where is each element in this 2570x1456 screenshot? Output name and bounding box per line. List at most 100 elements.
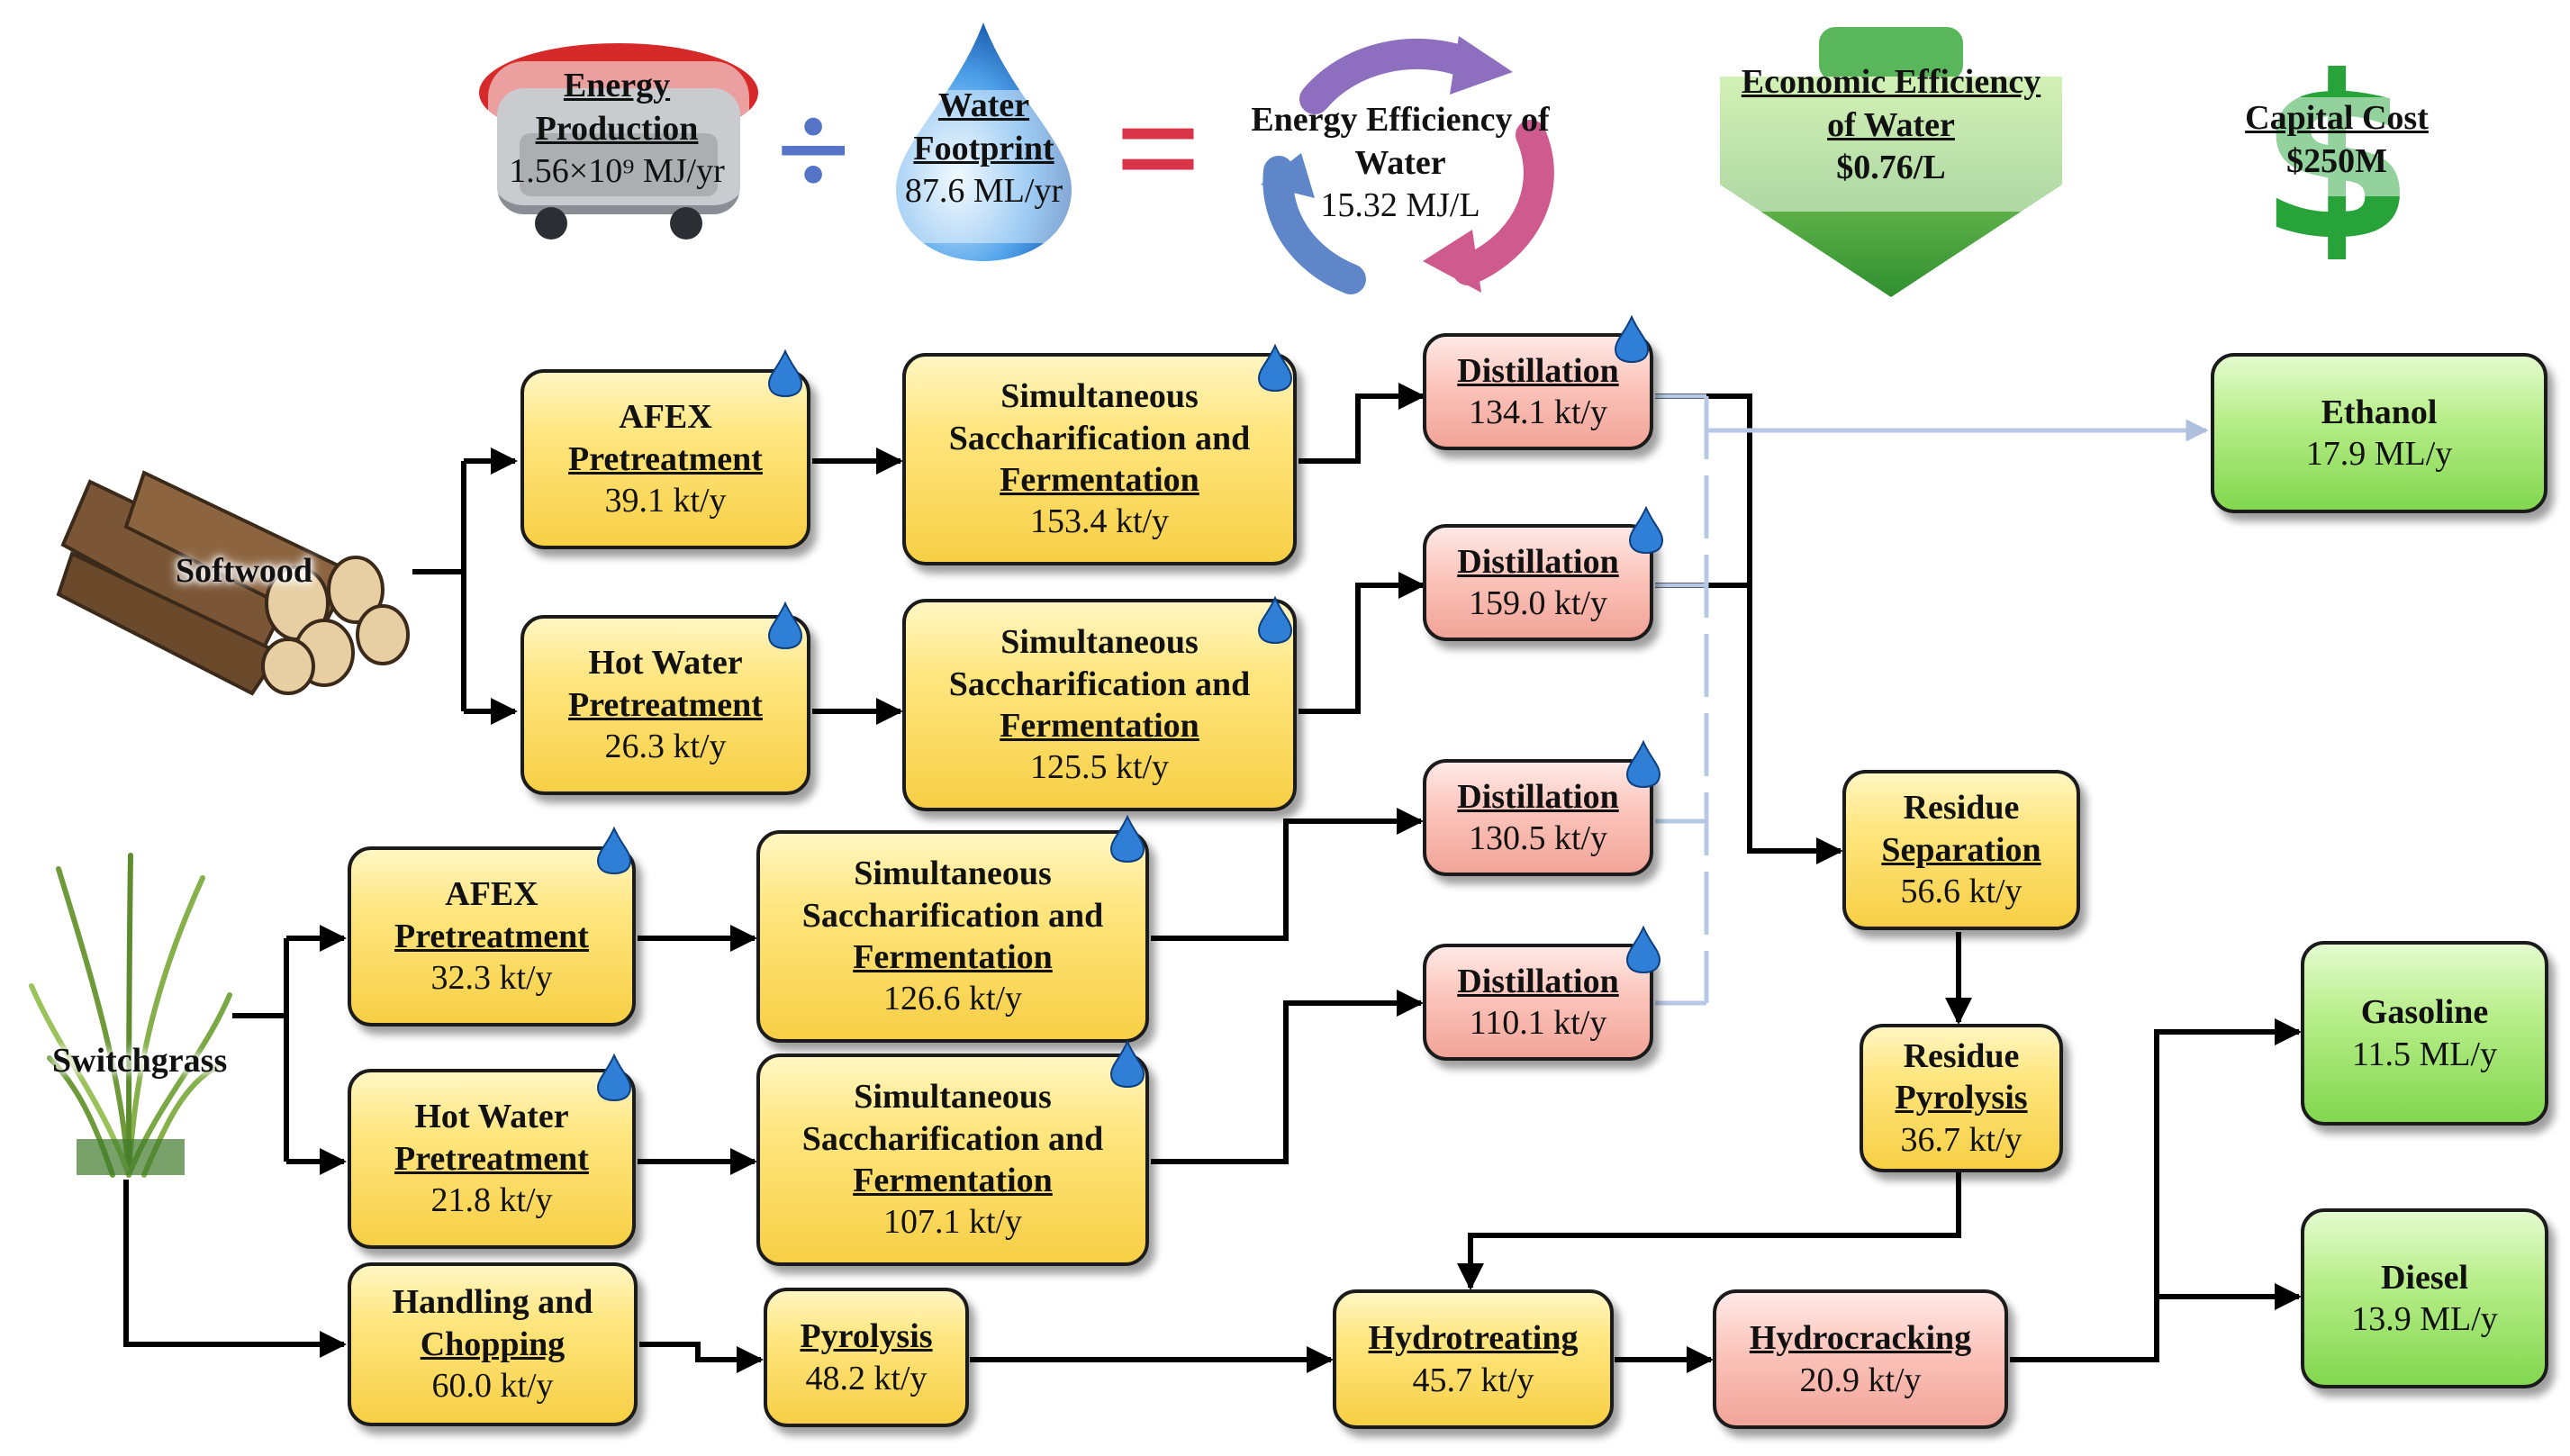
hydrotreating-box: Hydrotreating 45.7 kt/y — [1333, 1289, 1614, 1429]
box-title: Pretreatment — [568, 685, 763, 724]
box-title: Residue — [1903, 1036, 2020, 1075]
box-title: Hot Water — [588, 644, 743, 683]
box-title: Fermentation — [1000, 461, 1199, 499]
diesel-product-box: Diesel 13.9 ML/y — [2301, 1208, 2548, 1388]
economic-efficiency-title-1: Economic Efficiency — [1741, 63, 2041, 101]
box-value: 126.6 kt/y — [882, 980, 1023, 1018]
water-drop-icon — [767, 349, 803, 398]
box-value: 159.0 kt/y — [1468, 584, 1608, 622]
box-title: Saccharification and — [801, 896, 1104, 935]
dollar-sign-image: $ — [2251, 43, 2422, 259]
box-title: Hydrotreating — [1368, 1319, 1579, 1358]
box-title: Handling and — [392, 1283, 593, 1322]
box-title: Residue — [1903, 789, 2020, 827]
residue-pyrolysis-box: Residue Pyrolysis 36.7 kt/y — [1860, 1024, 2063, 1172]
water-drop-icon — [1628, 506, 1664, 555]
softwood-label: Softwood — [176, 552, 313, 590]
sg-ssf-2-box: Simultaneous Saccharification and Fermen… — [756, 1054, 1149, 1266]
energy-production-value: 1.56×10⁹ MJ/yr — [509, 152, 725, 190]
box-title: Fermentation — [853, 938, 1053, 976]
box-title: Distillation — [1457, 351, 1619, 390]
box-title: Pyrolysis — [800, 1317, 933, 1356]
box-value: 110.1 kt/y — [1469, 1004, 1607, 1042]
equals-icon: = — [1115, 64, 1202, 233]
water-drop-icon — [1625, 740, 1661, 789]
box-title: Simultaneous — [854, 855, 1052, 893]
softwood-logs-image — [56, 470, 410, 696]
residue-separation-box: Residue Separation 56.6 kt/y — [1842, 770, 2080, 930]
sg-hotwater-pretreatment-box: Hot Water Pretreatment 21.8 kt/y — [348, 1069, 636, 1249]
capital-cost-header: Capital Cost $250M — [2197, 97, 2476, 183]
box-title: Separation — [1881, 830, 2041, 869]
box-title: Hot Water — [414, 1098, 569, 1136]
ethanol-product-box: Ethanol 17.9 ML/y — [2211, 353, 2547, 513]
box-title: Distillation — [1457, 542, 1619, 581]
distillation-2-box: Distillation 159.0 kt/y — [1423, 524, 1653, 641]
water-drop-icon — [767, 601, 803, 650]
down-arrow-image — [1720, 27, 2062, 297]
box-title: Saccharification and — [948, 665, 1251, 703]
box-title: Gasoline — [2360, 993, 2489, 1032]
box-title: Saccharification and — [948, 419, 1251, 457]
switchgrass-label: Switchgrass — [52, 1042, 228, 1080]
box-value: 130.5 kt/y — [1468, 819, 1608, 857]
box-value: 39.1 kt/y — [604, 482, 727, 520]
energy-efficiency-header: Energy Efficiency of Water 15.32 MJ/L — [1220, 99, 1580, 228]
water-drop-icon — [596, 827, 632, 875]
capital-cost-title: Capital Cost — [2245, 99, 2429, 137]
box-value: 13.9 ML/y — [2351, 1300, 2498, 1338]
sg-ssf-1-box: Simultaneous Saccharification and Fermen… — [756, 830, 1149, 1043]
sw-afex-pretreatment-box: AFEX Pretreatment 39.1 kt/y — [520, 369, 810, 549]
box-value: 36.7 kt/y — [1900, 1120, 2023, 1159]
water-drop-icon — [1109, 815, 1145, 864]
water-drop-icon — [596, 1054, 632, 1102]
economic-efficiency-value: $0.76/L — [1836, 149, 1946, 186]
box-value: 11.5 ML/y — [2351, 1035, 2498, 1073]
box-value: 26.3 kt/y — [604, 728, 727, 766]
energy-efficiency-title-1: Energy Efficiency of — [1251, 101, 1550, 139]
water-drop-icon — [1257, 344, 1293, 393]
sw-ssf-1-box: Simultaneous Saccharification and Fermen… — [902, 353, 1297, 565]
box-title: Diesel — [2380, 1258, 2469, 1297]
box-value: 134.1 kt/y — [1468, 393, 1608, 431]
box-title: Chopping — [420, 1325, 566, 1363]
box-title: Pretreatment — [394, 917, 589, 955]
box-value: 125.5 kt/y — [1029, 748, 1170, 787]
switchgrass-image — [29, 853, 232, 1178]
box-value: 32.3 kt/y — [430, 959, 553, 998]
box-value: 45.7 kt/y — [1412, 1361, 1534, 1399]
capital-cost-value: $250M — [2286, 141, 2387, 180]
box-title: Pretreatment — [394, 1139, 589, 1178]
gasoline-product-box: Gasoline 11.5 ML/y — [2301, 941, 2548, 1126]
recycle-arrows-image — [1261, 36, 1554, 294]
water-drop-icon — [1614, 315, 1650, 364]
box-title: AFEX — [445, 875, 538, 914]
water-drop-icon — [1109, 1040, 1145, 1089]
distillation-3-box: Distillation 130.5 kt/y — [1423, 759, 1653, 876]
box-value: 20.9 kt/y — [1799, 1361, 1922, 1399]
box-value: 56.6 kt/y — [1900, 873, 2023, 911]
energy-efficiency-value: 15.32 MJ/L — [1320, 186, 1480, 224]
box-value: 60.0 kt/y — [431, 1367, 554, 1406]
box-title: AFEX — [619, 398, 712, 437]
box-value: 107.1 kt/y — [882, 1203, 1023, 1242]
sg-afex-pretreatment-box: AFEX Pretreatment 32.3 kt/y — [348, 846, 636, 1026]
energy-production-title-1: Energy — [563, 67, 671, 104]
box-title: Distillation — [1457, 962, 1619, 1000]
water-footprint-value: 87.6 ML/yr — [904, 172, 1063, 210]
handling-chopping-box: Handling and Chopping 60.0 kt/y — [348, 1262, 638, 1426]
box-title: Pyrolysis — [1895, 1079, 2028, 1117]
water-footprint-title-1: Water — [937, 86, 1030, 124]
economic-efficiency-title-2: of Water — [1827, 105, 1955, 144]
pyrolysis-box: Pyrolysis 48.2 kt/y — [764, 1288, 969, 1427]
energy-efficiency-title-2: Water — [1354, 143, 1446, 182]
distillation-4-box: Distillation 110.1 kt/y — [1423, 944, 1653, 1061]
water-footprint-header: Water Footprint 87.6 ML/yr — [878, 85, 1090, 213]
engine-image — [479, 43, 758, 240]
distillation-1-box: Distillation 134.1 kt/y — [1423, 333, 1653, 450]
box-title: Simultaneous — [1000, 623, 1199, 662]
water-drop-icon — [1625, 926, 1661, 974]
box-title: Ethanol — [2321, 393, 2438, 431]
water-drop-icon — [1257, 596, 1293, 645]
